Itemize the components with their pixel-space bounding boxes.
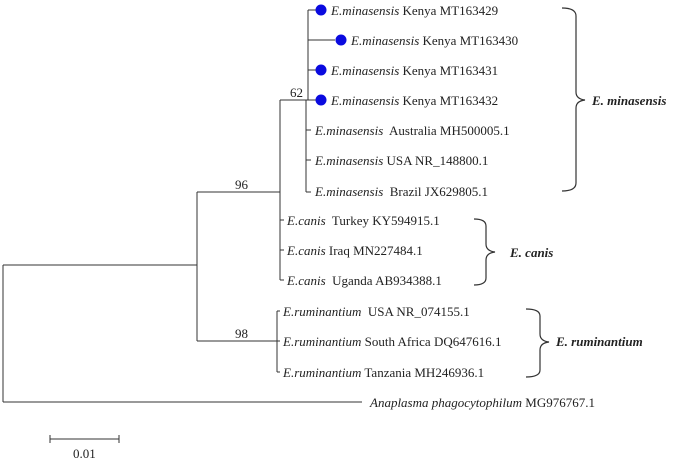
tip-label: E.minasensis USA NR_148800.1 [314,153,488,168]
clade-labels: E. minasensis E. canis E. ruminantium [509,93,666,349]
clade-brackets [473,7,586,378]
tip-label: E.minasensis Kenya MT163429 [330,3,498,18]
bootstrap-value: 98 [235,326,248,341]
tip-label: E.canis Iraq MN227484.1 [286,243,423,258]
bootstrap-values: 62 96 98 [235,85,303,341]
tip-label: E.ruminantium South Africa DQ647616.1 [282,334,501,349]
kenya-marker-dot [315,64,327,76]
kenya-marker-dot [335,34,347,46]
scale-bar: 0.01 [49,435,120,460]
tip-label: E.ruminantium Tanzania MH246936.1 [282,365,484,380]
ruminantium-bracket [525,308,550,378]
bootstrap-value: 62 [290,85,303,100]
clade-label-minasensis: E. minasensis [591,93,666,108]
canis-bracket [473,218,496,286]
tip-label: E.ruminantium USA NR_074155.1 [282,304,470,319]
tip-label: E.minasensis Brazil JX629805.1 [314,184,488,199]
bootstrap-value: 96 [235,177,249,192]
kenya-marker-dot [315,94,327,106]
tip-label: E.canis Turkey KY594915.1 [286,213,440,228]
tree-branches [2,9,362,403]
clade-label-ruminantium: E. ruminantium [555,334,643,349]
scale-bar-label: 0.01 [73,446,96,460]
tip-label: E.minasensis Kenya MT163432 [330,93,498,108]
minasensis-bracket [561,7,586,192]
tip-label: E.minasensis Kenya MT163431 [330,63,498,78]
tip-label: E.minasensis Kenya MT163430 [350,33,518,48]
tip-label: E.canis Uganda AB934388.1 [286,273,442,288]
tip-labels: E.minasensis Kenya MT163429 E.minasensis… [282,3,595,410]
kenya-markers [315,4,347,106]
kenya-marker-dot [315,4,327,16]
tip-label: Anaplasma phagocytophilum MG976767.1 [369,395,595,410]
clade-label-canis: E. canis [509,245,553,260]
tip-label: E.minasensis Australia MH500005.1 [314,123,510,138]
